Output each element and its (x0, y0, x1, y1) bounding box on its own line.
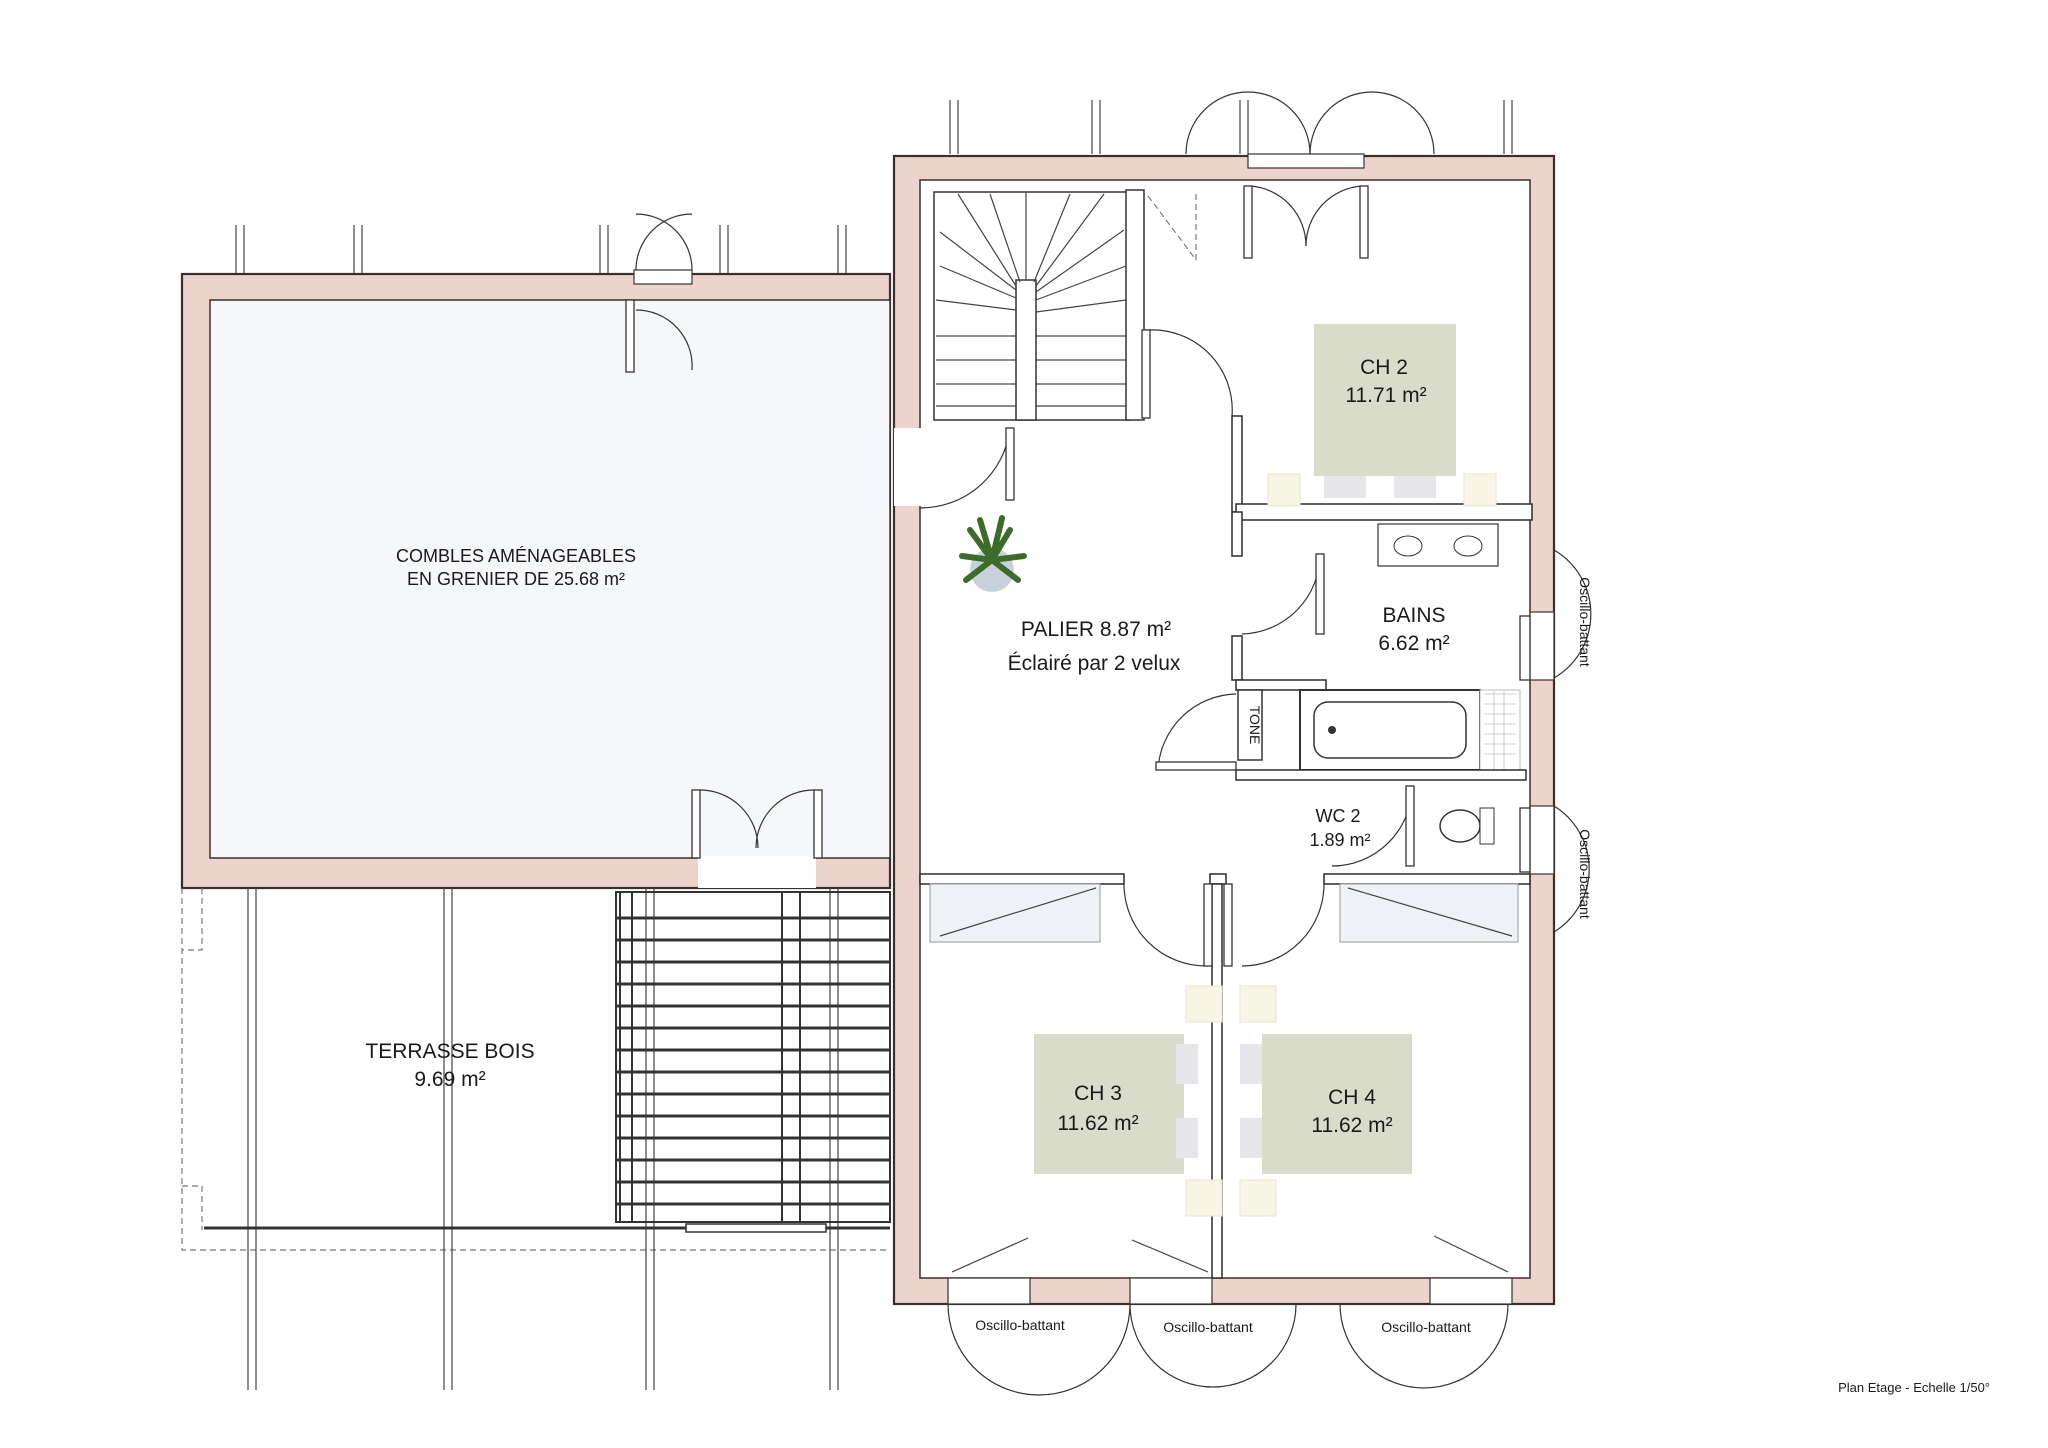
combles-label-line1: COMBLES AMÉNAGEABLES (396, 546, 636, 566)
main-house: TONE (892, 91, 1592, 1396)
ch2-name: CH 2 (1360, 356, 1408, 379)
window-label-bottom-right: Oscillo-battant (1381, 1319, 1471, 1335)
ch4-name: CH 4 (1328, 1086, 1376, 1109)
plan-caption: Plan Etage - Echelle 1/50° (1838, 1380, 1990, 1395)
window-label-bottom-left: Oscillo-battant (975, 1317, 1065, 1333)
terrasse-area: 9.69 m² (414, 1068, 485, 1091)
bains-area: 6.62 m² (1378, 632, 1449, 655)
ch3-name: CH 3 (1074, 1082, 1122, 1105)
tone-label: TONE (1247, 706, 1263, 745)
staircase (933, 189, 1145, 421)
window-label-right-bottom: Oscillo-battant (1577, 829, 1593, 919)
terrasse-name: TERRASSE BOIS (365, 1040, 534, 1063)
wc2-name: WC 2 (1316, 806, 1361, 826)
ch4-area: 11.62 m² (1311, 1114, 1392, 1137)
palier-label-line1: PALIER 8.87 m² (1021, 618, 1171, 641)
combles-label-line2: EN GRENIER DE 25.68 m² (407, 569, 625, 589)
room-labels: COMBLES AMÉNAGEABLES EN GRENIER DE 25.68… (365, 356, 1990, 1395)
wc2-area: 1.89 m² (1309, 830, 1370, 850)
window-label-right-top: Oscillo-battant (1577, 577, 1593, 667)
bains-name: BAINS (1382, 604, 1445, 627)
window-label-bottom-mid: Oscillo-battant (1163, 1319, 1253, 1335)
palier-label-line2: Éclairé par 2 velux (1008, 652, 1181, 675)
terrasse-block (181, 888, 891, 1390)
ch3-area: 11.62 m² (1057, 1112, 1138, 1135)
plant-icon (959, 515, 1027, 592)
combles-block (180, 213, 892, 890)
ch2-area: 11.71 m² (1345, 384, 1426, 407)
